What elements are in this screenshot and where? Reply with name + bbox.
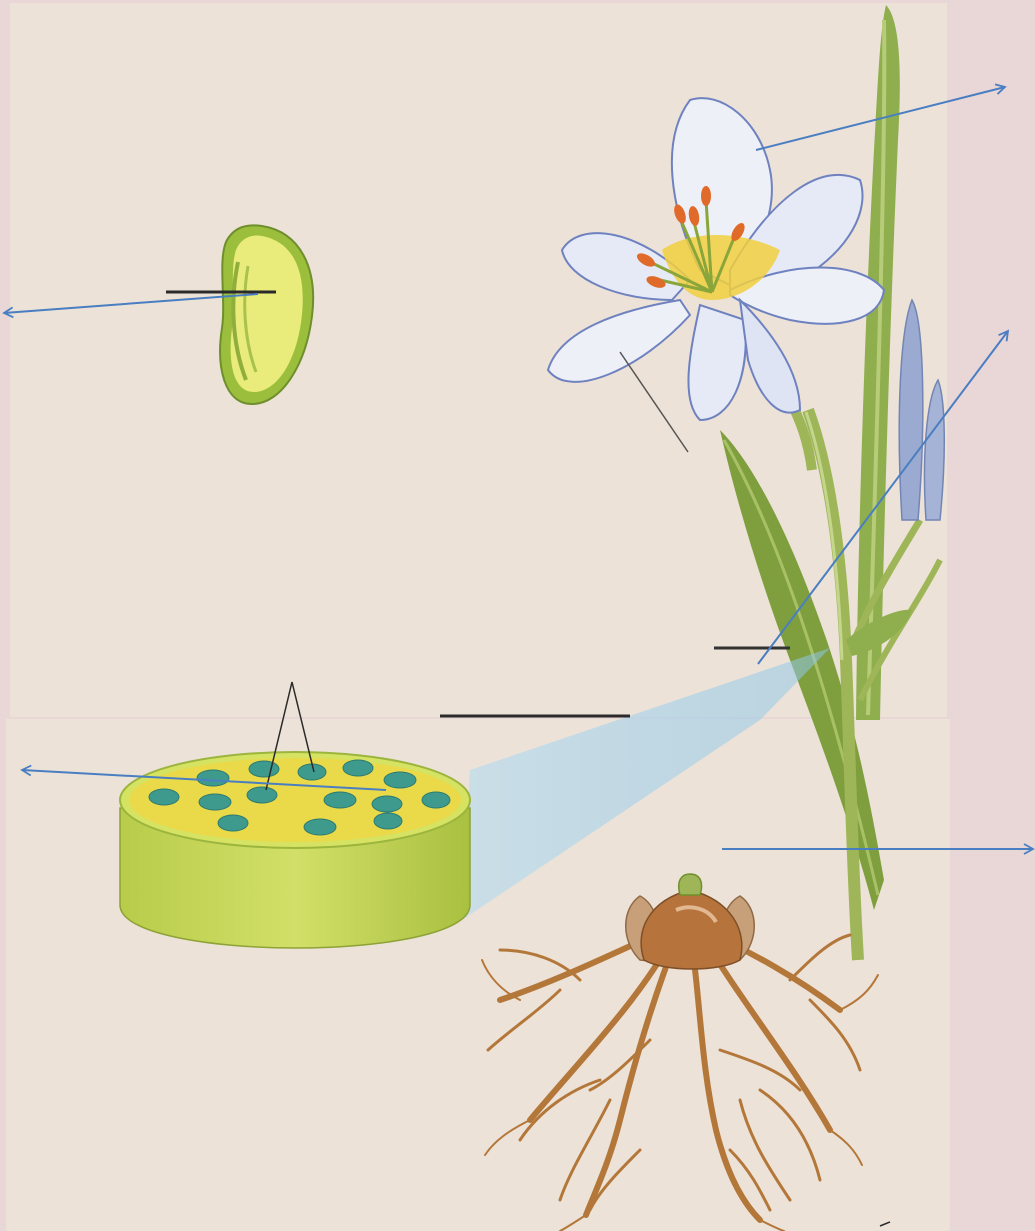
stem-cross-section-illustration — [120, 752, 470, 948]
cross-section-ground-tissue — [129, 758, 461, 842]
bulb-shoot — [679, 874, 702, 895]
